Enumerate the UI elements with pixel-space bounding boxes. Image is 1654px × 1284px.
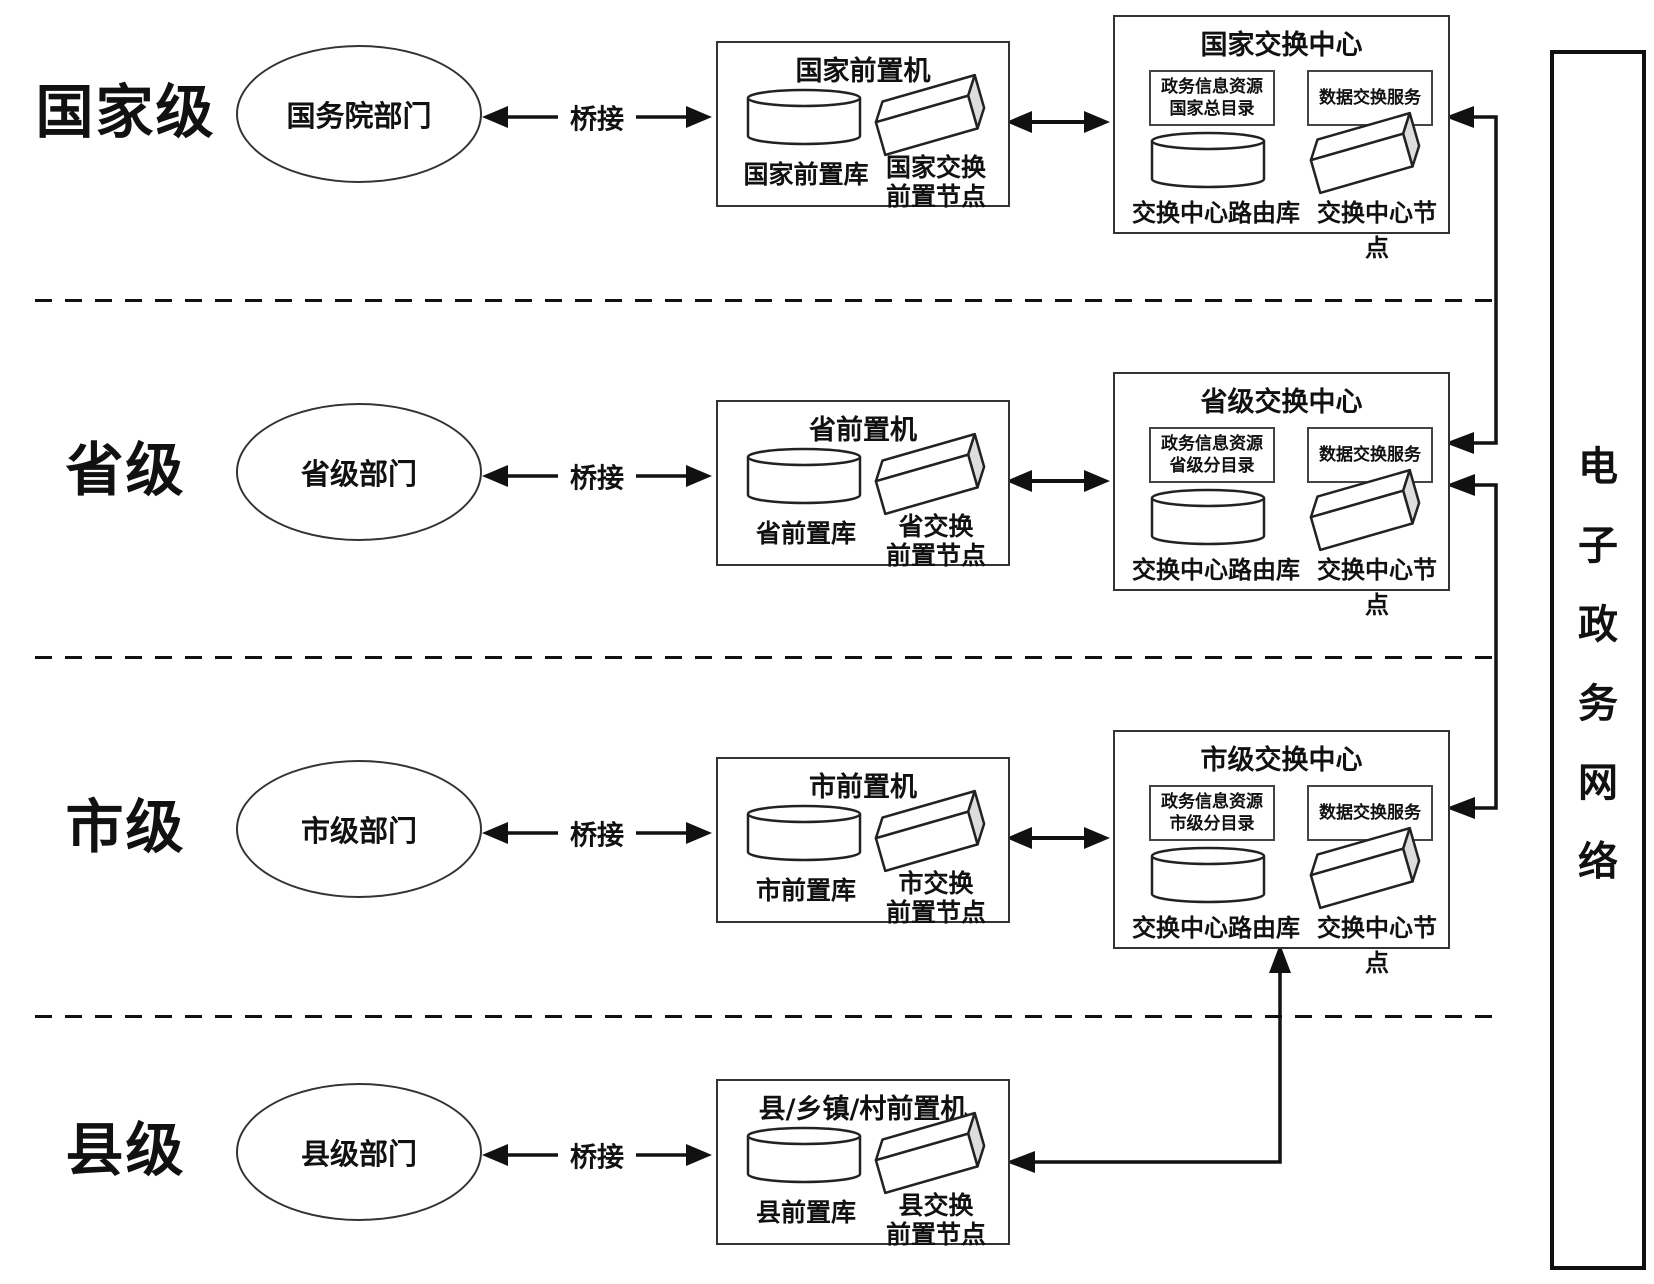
- department-ellipse-county: 县级部门: [236, 1083, 482, 1221]
- bridge-label-national: 桥接: [558, 97, 636, 137]
- exchange-node-3d-icon: [869, 73, 991, 157]
- front-db-label: 市前置库: [755, 876, 856, 905]
- service-label: 数据交换服务: [1319, 803, 1421, 823]
- service-label: 数据交换服务: [1319, 88, 1421, 108]
- front-node-label: 国家交换 前置节点: [866, 153, 1006, 211]
- front-node-label-line2: 前置节点: [885, 541, 986, 570]
- router-db-label: 交换中心路由库: [1132, 556, 1300, 584]
- department-label-municipal: 市级部门: [300, 814, 417, 848]
- front-machine-box-national: 国家前置机 国家前置库 国家交换 前置节点: [716, 41, 1010, 211]
- service-box: 数据交换服务: [1307, 70, 1433, 126]
- exchange-center-box-national: 国家交换中心 政务信息资源 国家总目录 数据交换服务 交换中心路由库 交换中心节…: [1113, 15, 1450, 262]
- center-node-label: 交换中心节点: [1317, 556, 1437, 619]
- department-label-provincial: 省级部门: [300, 457, 417, 491]
- exchange-node-3d-icon: [869, 1111, 991, 1195]
- exchange-center-box-municipal: 市级交换中心 政务信息资源 市级分目录 数据交换服务 交换中心路由库 交换中心节…: [1113, 730, 1450, 977]
- network-char: 电: [1578, 443, 1618, 490]
- connector-national-provincial: [1472, 115, 1498, 445]
- front-machine-box-county: 县/乡镇/村前置机 县前置库 县交换 前置节点: [716, 1079, 1010, 1249]
- router-db-cylinder-icon: [1150, 131, 1266, 189]
- front-machine-box-municipal: 市前置机 市前置库 市交换 前置节点: [716, 757, 1010, 927]
- catalog-line1: 政务信息资源: [1161, 792, 1263, 812]
- front-db-label: 国家前置库: [743, 160, 869, 189]
- front-node-label-line2: 前置节点: [885, 182, 986, 211]
- front-node-label-line1: 省交换: [898, 512, 974, 541]
- front-db-label: 县前置库: [755, 1198, 856, 1227]
- bridge-label-municipal: 桥接: [558, 813, 636, 853]
- level-separator-3: [35, 1015, 1493, 1018]
- exchange-center-title: 省级交换中心: [1200, 387, 1363, 418]
- front-node-label-line1: 市交换: [898, 869, 974, 898]
- catalog-box: 政务信息资源 省级分目录: [1149, 427, 1275, 483]
- service-box: 数据交换服务: [1307, 427, 1433, 483]
- catalog-box: 政务信息资源 国家总目录: [1149, 70, 1275, 126]
- database-cylinder-icon: [746, 88, 862, 146]
- center-node-label: 交换中心节点: [1317, 199, 1437, 262]
- center-node-label: 交换中心节点: [1317, 914, 1437, 977]
- level-label-county: 县级: [65, 1116, 186, 1184]
- database-cylinder-icon: [746, 804, 862, 862]
- router-db-label: 交换中心路由库: [1132, 199, 1300, 227]
- network-char: 政: [1578, 601, 1618, 648]
- service-box: 数据交换服务: [1307, 785, 1433, 841]
- front-node-label-line1: 国家交换: [885, 153, 986, 182]
- front-node-label: 省交换 前置节点: [866, 512, 1006, 570]
- exchange-center-box-provincial: 省级交换中心 政务信息资源 省级分目录 数据交换服务 交换中心路由库 交换中心节…: [1113, 372, 1450, 619]
- department-ellipse-national: 国务院部门: [236, 45, 482, 183]
- catalog-line1: 政务信息资源: [1161, 434, 1263, 454]
- front-machine-box-provincial: 省前置机 省前置库 省交换 前置节点: [716, 400, 1010, 570]
- router-db-label: 交换中心路由库: [1132, 914, 1300, 942]
- exchange-center-title: 市级交换中心: [1200, 745, 1363, 776]
- center-node-3d-icon: [1304, 111, 1426, 195]
- exchange-node-3d-icon: [869, 432, 991, 516]
- department-ellipse-provincial: 省级部门: [236, 403, 482, 541]
- exchange-center-title: 国家交换中心: [1200, 30, 1363, 61]
- bridge-label-county: 桥接: [558, 1135, 636, 1175]
- exchange-node-3d-icon: [869, 789, 991, 873]
- network-char: 子: [1578, 522, 1618, 569]
- front-node-label: 县交换 前置节点: [866, 1191, 1006, 1249]
- database-cylinder-icon: [746, 1126, 862, 1184]
- level-separator-1: [35, 299, 1493, 302]
- catalog-line2: 省级分目录: [1169, 456, 1255, 476]
- network-char: 务: [1578, 680, 1618, 727]
- bridge-label-provincial: 桥接: [558, 456, 636, 496]
- front-machine-title: 国家前置机: [795, 56, 931, 87]
- front-db-label: 省前置库: [755, 519, 856, 548]
- front-node-label-line2: 前置节点: [885, 1220, 986, 1249]
- connector-county-municipal: [1034, 972, 1282, 1164]
- front-machine-title: 市前置机: [809, 772, 917, 803]
- level-separator-2: [35, 656, 1493, 659]
- center-node-3d-icon: [1304, 468, 1426, 552]
- center-node-3d-icon: [1304, 826, 1426, 910]
- front-machine-title: 县/乡镇/村前置机: [758, 1094, 968, 1125]
- level-label-provincial: 省级: [65, 436, 186, 504]
- catalog-line1: 政务信息资源: [1161, 77, 1263, 97]
- connector-provincial-municipal: [1473, 483, 1498, 810]
- front-machine-title: 省前置机: [809, 415, 917, 446]
- level-label-national: 国家级: [35, 78, 216, 146]
- catalog-line2: 市级分目录: [1169, 814, 1255, 834]
- egov-network-box: 电 子 政 务 网 络: [1550, 50, 1646, 1270]
- database-cylinder-icon: [746, 447, 862, 505]
- catalog-line2: 国家总目录: [1169, 99, 1255, 119]
- front-node-label-line2: 前置节点: [885, 898, 986, 927]
- router-db-cylinder-icon: [1150, 488, 1266, 546]
- front-node-label: 市交换 前置节点: [866, 869, 1006, 927]
- department-ellipse-municipal: 市级部门: [236, 760, 482, 898]
- department-label-national: 国务院部门: [286, 99, 432, 133]
- network-char: 网: [1578, 759, 1618, 806]
- level-label-municipal: 市级: [65, 793, 186, 861]
- service-label: 数据交换服务: [1319, 445, 1421, 465]
- network-char: 络: [1578, 838, 1618, 885]
- router-db-cylinder-icon: [1150, 846, 1266, 904]
- catalog-box: 政务信息资源 市级分目录: [1149, 785, 1275, 841]
- front-node-label-line1: 县交换: [898, 1191, 974, 1220]
- department-label-county: 县级部门: [300, 1137, 417, 1171]
